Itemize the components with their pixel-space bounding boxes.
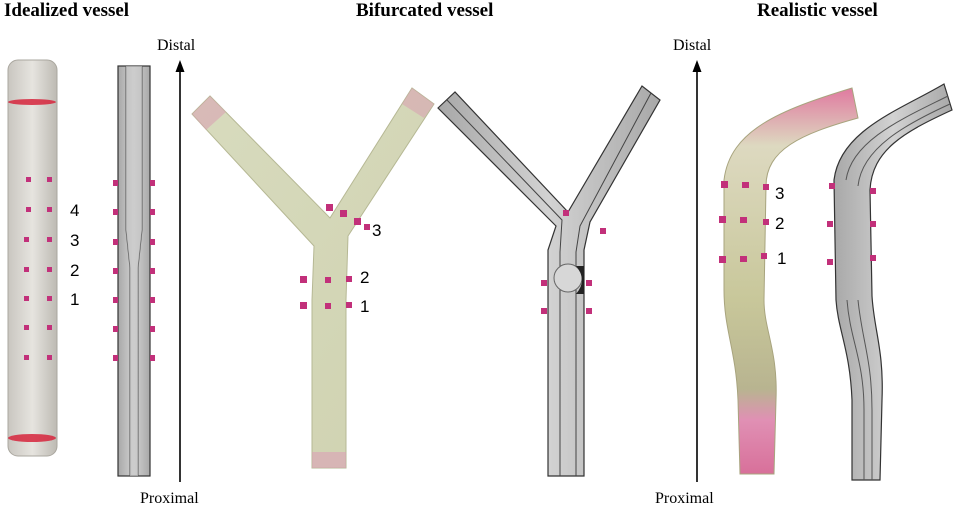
idealized-marker-1: 1	[70, 290, 80, 309]
bifurcated-marker-2: 2	[360, 268, 370, 287]
direction-arrow-right	[692, 60, 702, 482]
idealized-marker-3: 3	[70, 231, 80, 250]
title-idealized-vessel: Idealized vessel	[4, 0, 130, 21]
distal-label-left: Distal	[157, 37, 196, 54]
idealized-marker-4: 4	[70, 201, 80, 220]
realistic-printed-vessel	[719, 87, 859, 475]
realistic-model	[827, 83, 953, 481]
direction-arrow-left	[175, 60, 185, 482]
realistic-marker-3: 3	[775, 184, 785, 203]
bifurcated-model	[437, 85, 661, 477]
bifurcated-marker-1: 1	[360, 297, 370, 316]
realistic-marker-1: 1	[777, 249, 787, 268]
proximal-label-left: Proximal	[140, 490, 199, 507]
title-realistic-vessel: Realistic vessel	[757, 0, 878, 21]
proximal-label-right: Proximal	[655, 490, 714, 507]
bifurcated-marker-3: 3	[372, 221, 382, 240]
idealized-printed-tube	[7, 59, 58, 457]
bifurcated-printed-vessel	[191, 87, 435, 469]
distal-label-right: Distal	[673, 37, 712, 54]
title-bifurcated-vessel: Bifurcated vessel	[356, 0, 494, 21]
idealized-model	[113, 65, 155, 477]
realistic-marker-2: 2	[775, 214, 785, 233]
idealized-marker-2: 2	[70, 261, 80, 280]
